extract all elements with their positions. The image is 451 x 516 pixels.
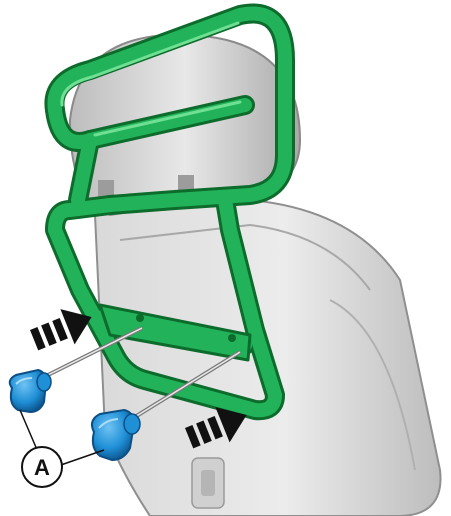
mounting-hole-right bbox=[228, 334, 236, 342]
callout-label-a: A bbox=[34, 455, 50, 480]
knob-left bbox=[10, 370, 51, 412]
callout-leader-left bbox=[20, 410, 38, 452]
callout-leader-right bbox=[58, 450, 104, 466]
mounting-hole-left bbox=[136, 314, 144, 322]
